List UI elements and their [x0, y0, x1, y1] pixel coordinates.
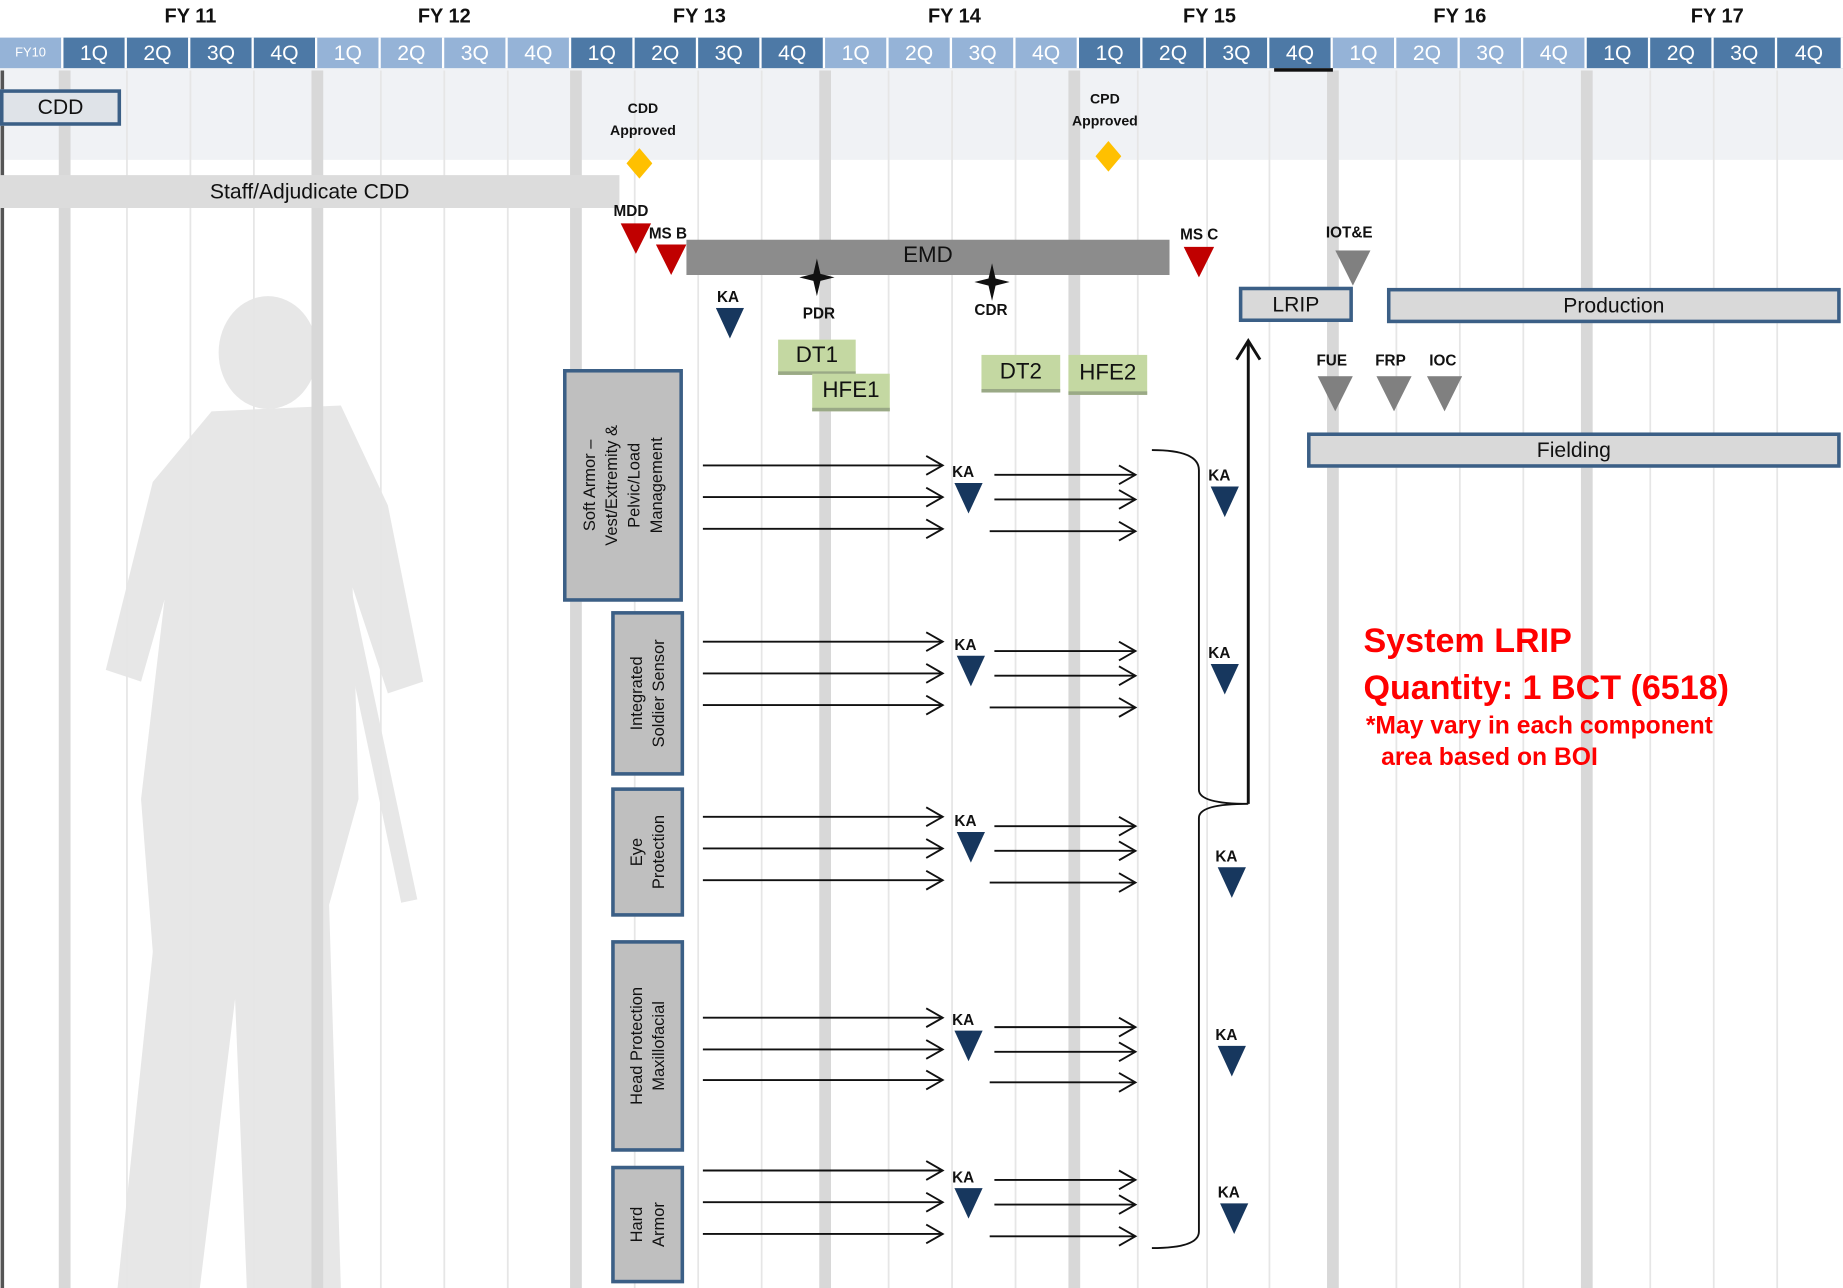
flow-arrow	[703, 839, 943, 858]
ka-label: KA	[952, 1168, 974, 1186]
flow-arrow	[990, 873, 1136, 892]
flow-arrow	[994, 1195, 1135, 1214]
flow-arrow	[994, 841, 1135, 860]
lrip-note-quantity-word: Quantity	[1363, 670, 1501, 708]
ka-label: KA	[952, 1011, 974, 1029]
ka-triangle-icon	[954, 1031, 982, 1062]
ka-triangle-icon	[1211, 664, 1239, 695]
ka-triangle-icon	[954, 483, 982, 514]
flow-arrow	[703, 1193, 943, 1212]
flow-arrow	[703, 1161, 943, 1180]
ka-label: KA	[1215, 1026, 1237, 1044]
flow-arrow	[703, 1008, 943, 1027]
ka-triangle-icon	[957, 832, 985, 863]
lrip-note-line2: Quantity: 1 BCT (6518)	[1363, 670, 1729, 709]
flow-arrow	[703, 1225, 943, 1244]
ka-label: KA	[1208, 467, 1230, 485]
flow-arrow	[994, 642, 1135, 661]
flow-arrow	[703, 519, 943, 538]
ka-triangle-icon	[1218, 1046, 1246, 1077]
ka-triangle-icon	[1211, 487, 1239, 518]
ka-label: KA	[952, 463, 974, 481]
ka-label: KA	[1215, 847, 1237, 865]
flow-arrow	[994, 1018, 1135, 1037]
flow-arrow	[990, 522, 1136, 541]
flow-arrow	[703, 488, 943, 507]
flow-arrow	[703, 1071, 943, 1090]
ka-triangle-icon	[1220, 1203, 1248, 1234]
lrip-note-line1: System LRIP	[1363, 623, 1571, 662]
ka-triangle-icon	[1218, 867, 1246, 898]
flow-arrow	[703, 664, 943, 683]
flow-arrow	[703, 456, 943, 475]
flow-arrow	[994, 666, 1135, 685]
flow-arrow	[990, 698, 1136, 717]
flow-arrow	[703, 696, 943, 715]
ka-triangle-icon	[957, 656, 985, 687]
lrip-note-line3: *May vary in each component	[1366, 712, 1713, 740]
flow-arrow	[990, 1073, 1136, 1092]
lrip-note-quantity-value: : 1 BCT (6518)	[1502, 670, 1729, 708]
ka-label: KA	[954, 636, 976, 654]
lrip-note-line4: area based on BOI	[1381, 744, 1598, 772]
lrip-up-arrow	[1237, 341, 1261, 804]
ka-label: KA	[1218, 1183, 1240, 1201]
flow-arrow	[703, 632, 943, 651]
ka-label: KA	[1208, 644, 1230, 662]
flow-arrow	[994, 465, 1135, 484]
flow-arrow	[994, 490, 1135, 509]
flow-arrow	[703, 1040, 943, 1059]
flow-arrow	[994, 1170, 1135, 1189]
ka-triangle-icon	[954, 1188, 982, 1219]
flow-arrow	[990, 1227, 1136, 1246]
flow-arrow	[703, 871, 943, 890]
flow-arrow	[703, 807, 943, 826]
flow-arrow	[994, 1042, 1135, 1061]
ka-label: KA	[954, 812, 976, 830]
flow-arrow	[994, 817, 1135, 836]
